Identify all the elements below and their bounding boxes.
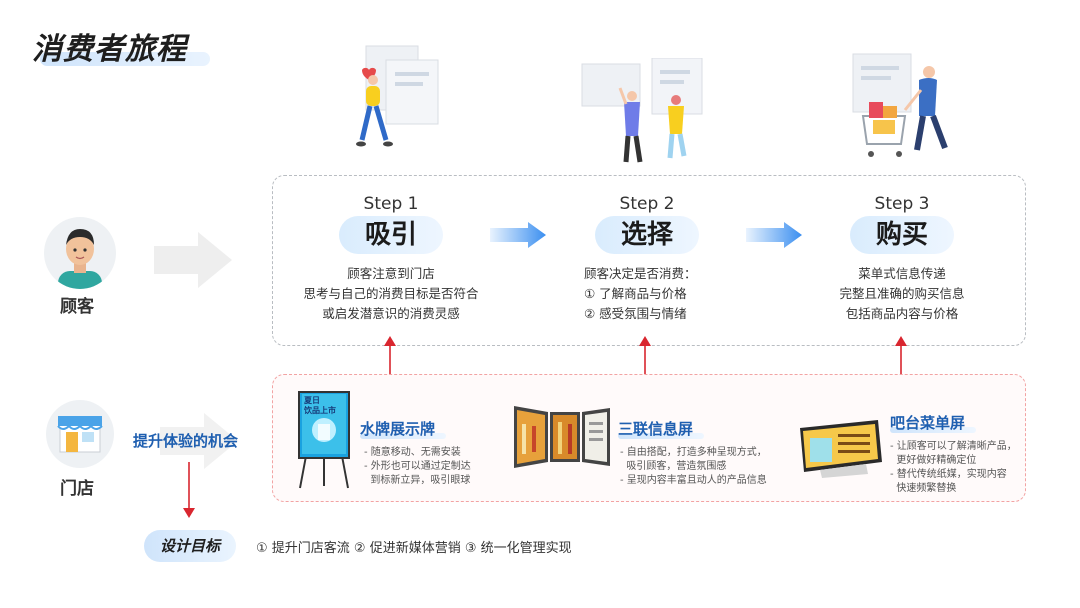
product-1-line: - 随意移动、无需安装 xyxy=(364,447,461,458)
product-3-name: 吧台菜单屏 xyxy=(890,414,966,432)
product-2: 三联信息屏 xyxy=(618,418,704,439)
product-1-line: 到标新立异，吸引眼球 xyxy=(364,475,471,486)
step-2-line: ① 了解商品与价格 xyxy=(584,286,687,301)
product-1-desc: - 随意移动、无需安装 - 外形也可以通过定制达 到标新立异，吸引眼球 xyxy=(364,446,471,488)
step-2-line: 顾客决定是否消费： xyxy=(584,266,697,281)
sign-stand-image: 夏日 饮品上市 xyxy=(296,390,352,490)
customer-face-icon xyxy=(58,229,102,289)
step-3-line: 菜单式信息传递 xyxy=(858,266,946,281)
product-3-underline xyxy=(890,427,976,433)
step-1-line: 顾客注意到门店 xyxy=(347,266,435,281)
step-2-number: Step 2 xyxy=(619,194,675,214)
purchase-illustration xyxy=(852,53,948,157)
step-1-desc: 顾客注意到门店 思考与自己的消费目标是否符合 或启发潜意识的消费灵感 xyxy=(266,264,516,324)
step-3: Step 3 购买 菜单式信息传递 完整且准确的购买信息 包括商品内容与价格 xyxy=(777,194,1027,324)
bar-menu-screen-image xyxy=(800,420,882,478)
step-1-name: 吸引 xyxy=(338,216,443,254)
customer-arrow-icon xyxy=(154,232,232,288)
product-3: 吧台菜单屏 xyxy=(890,412,976,433)
step-1: Step 1 吸引 顾客注意到门店 思考与自己的消费目标是否符合 或启发潜意识的… xyxy=(266,194,516,324)
poster-headline: 夏日 xyxy=(304,396,320,405)
product-1-name: 水牌展示牌 xyxy=(360,420,436,438)
step-3-desc: 菜单式信息传递 完整且准确的购买信息 包括商品内容与价格 xyxy=(777,264,1027,324)
step-2-name: 选择 xyxy=(594,216,699,254)
choose-illustration xyxy=(581,58,703,163)
product-1: 水牌展示牌 xyxy=(360,418,446,439)
product-3-line: - 替代传统纸媒，实现内容 xyxy=(890,469,1007,480)
product-3-desc: - 让顾客可以了解清晰产品， 更好做好精确定位 - 替代传统纸媒，实现内容 快速… xyxy=(890,440,1017,496)
design-goal-text: ① 提升门店客流 ② 促进新媒体营销 ③ 统一化管理实现 xyxy=(256,541,572,556)
store-icon xyxy=(57,416,103,453)
title-underline xyxy=(40,52,210,66)
poster-subline: 饮品上市 xyxy=(304,406,336,415)
step-1-line: 思考与自己的消费目标是否符合 xyxy=(303,286,479,301)
flow-arrow-icon xyxy=(746,222,802,248)
step-3-name: 购买 xyxy=(849,216,954,254)
step-2-desc: 顾客决定是否消费： ① 了解商品与价格 ② 感受氛围与情绪 xyxy=(522,264,772,324)
customer-avatar xyxy=(44,217,116,289)
product-3-line: - 让顾客可以了解清晰产品， xyxy=(890,441,1017,452)
opportunity-label: 提升体验的机会 xyxy=(133,432,239,450)
step-3-line: 包括商品内容与价格 xyxy=(845,306,959,321)
step-1-line: 或启发潜意识的消费灵感 xyxy=(322,306,460,321)
product-1-underline xyxy=(360,433,446,439)
sign-stand-icon xyxy=(298,391,350,489)
product-2-line: 吸引顾客，营造氛围感 xyxy=(620,461,727,472)
step-1-number: Step 1 xyxy=(363,194,419,214)
step-2: Step 2 选择 顾客决定是否消费： ① 了解商品与价格 ② 感受氛围与情绪 xyxy=(522,194,772,324)
product-2-desc: - 自由搭配，打造多种呈现方式， 吸引顾客，营造氛围感 - 呈现内容丰富且动人的… xyxy=(620,446,767,488)
store-label: 门店 xyxy=(60,479,94,499)
design-goal-label: 设计目标 xyxy=(144,530,236,562)
product-2-name: 三联信息屏 xyxy=(618,420,694,438)
red-down-arrow-icon xyxy=(183,462,195,518)
product-3-line: 快速频繁替换 xyxy=(890,483,957,494)
page-title: 消费者旅程 xyxy=(32,32,187,67)
store-arrow-icon xyxy=(160,413,238,469)
customer-label: 顾客 xyxy=(60,297,94,317)
product-2-line: - 自由搭配，打造多种呈现方式， xyxy=(620,447,767,458)
store-avatar xyxy=(46,400,114,468)
attract-illustration xyxy=(356,45,439,147)
triple-screen-image xyxy=(514,406,610,468)
product-3-line: 更好做好精确定位 xyxy=(890,455,977,466)
product-2-underline xyxy=(618,433,704,439)
product-2-line: - 呈现内容丰富且动人的产品信息 xyxy=(620,475,767,486)
step-2-line: ② 感受氛围与情绪 xyxy=(584,306,687,321)
product-1-line: - 外形也可以通过定制达 xyxy=(364,461,471,472)
flow-arrow-icon xyxy=(490,222,546,248)
step-3-number: Step 3 xyxy=(874,194,930,214)
step-3-line: 完整且准确的购买信息 xyxy=(839,286,965,301)
